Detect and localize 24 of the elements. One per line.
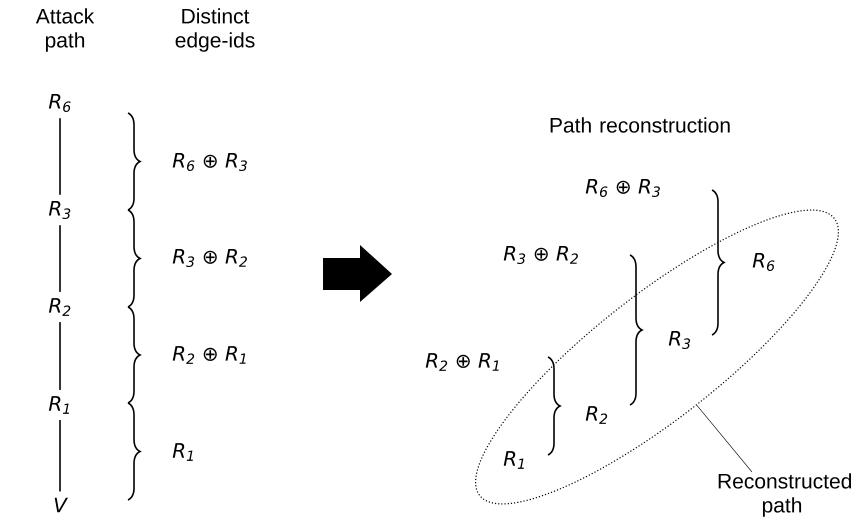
edge-id-label: R$_{1}$	[504, 451, 524, 469]
router-label: V	[54, 498, 68, 512]
edge-id-label: R$_{2}$	[586, 406, 608, 424]
edge-id-label: R$_{2}$ ⊕ R$_{1}$	[172, 346, 246, 364]
router-label: R$_{6}$	[48, 94, 71, 112]
router-label: R$_{2}$	[48, 298, 70, 316]
router-label: R$_{3}$	[48, 200, 70, 219]
edge-id-label: R$_{2}$ ⊕ R$_{1}$	[426, 353, 499, 371]
edge-id-label: R$_{1}$	[172, 443, 193, 461]
router-label: R$_{1}$	[48, 396, 70, 414]
edge-id-label: R$_{3}$	[668, 330, 690, 349]
path-line	[59, 420, 61, 492]
callout-text: Reconstructed path	[718, 473, 852, 517]
path-line	[59, 118, 61, 195]
heading: Distinct edge-ids	[176, 8, 254, 52]
edge-id-label: R$_{3}$ ⊕ R$_{2}$	[172, 248, 247, 267]
path-line	[59, 225, 61, 292]
edge-id-label: R$_{3}$ ⊕ R$_{2}$	[504, 246, 578, 264]
path-line	[59, 322, 61, 390]
leader-line	[696, 404, 752, 472]
heading: Path reconstruction	[550, 117, 730, 133]
heading: Attack path	[36, 8, 94, 52]
edge-id-label: R$_{6}$ ⊕ R$_{3}$	[172, 153, 247, 171]
edge-id-label: R$_{6}$	[752, 252, 774, 271]
